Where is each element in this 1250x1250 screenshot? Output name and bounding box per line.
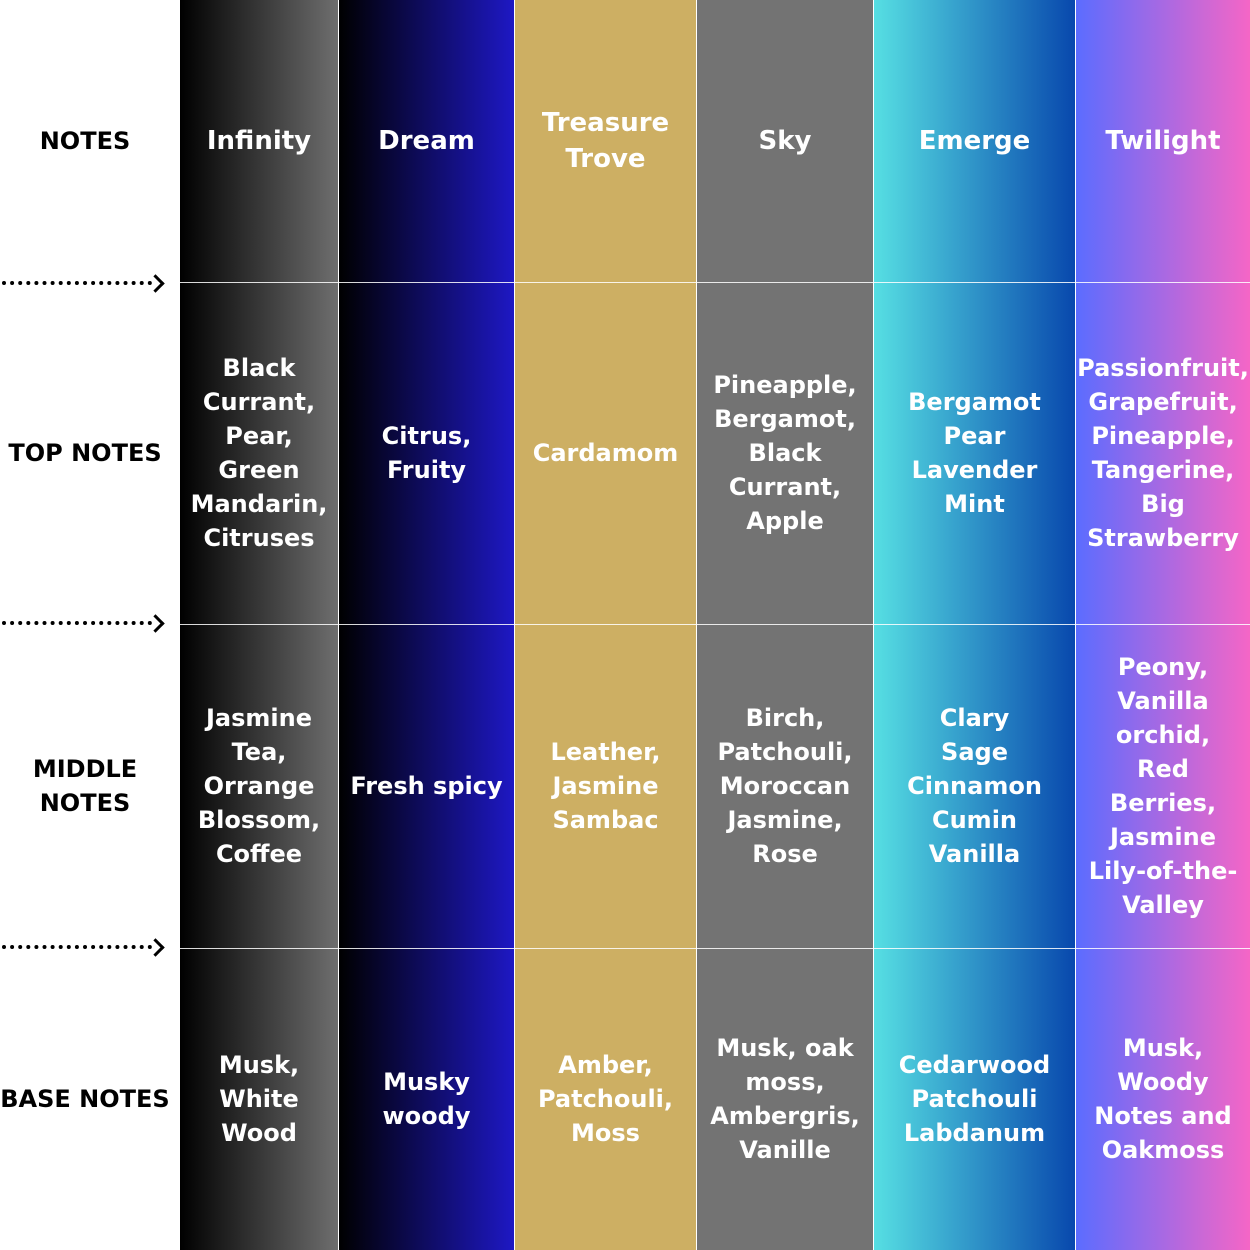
row-divider xyxy=(180,282,1250,283)
middle-notes-cell: Fresh spicy xyxy=(350,772,503,800)
column-dream: Dream Citrus, Fruity Fresh spicy Musky w… xyxy=(339,0,514,1250)
fragrance-name: Twilight xyxy=(1105,126,1221,156)
top-notes-cell: Black Currant, Pear, Green Mandarin, Cit… xyxy=(190,354,328,552)
column-emerge: Emerge Bergamot Pear Lavender Mint Clary… xyxy=(874,0,1075,1250)
row-divider xyxy=(180,948,1250,949)
top-notes-cell: Citrus, Fruity xyxy=(381,422,472,484)
row-label-base-notes: BASE NOTES xyxy=(0,1085,170,1113)
top-notes-cell: Pineapple, Bergamot, Black Currant, Appl… xyxy=(713,371,857,535)
fragrance-name: Infinity xyxy=(206,126,312,156)
dotted-arrow-icon xyxy=(2,274,165,293)
base-notes-cell: Cedarwood Patchouli Labdanum xyxy=(898,1051,1051,1147)
top-notes-cell: Passionfruit, Grapefruit, Pineapple, Tan… xyxy=(1077,354,1249,552)
row-label-notes: NOTES xyxy=(39,127,131,155)
dotted-arrow-icon xyxy=(2,938,165,957)
column-twilight: Twilight Passionfruit, Grapefruit, Pinea… xyxy=(1076,0,1250,1250)
middle-notes-cell: Jasmine Tea, Orrange Blossom, Coffee xyxy=(197,704,321,868)
fragrance-name: Emerge xyxy=(918,126,1031,156)
base-notes-cell: Musk, Woody Notes and Oakmoss xyxy=(1094,1034,1232,1164)
column-treasure-trove: Treasure Trove Cardamom Leather, Jasmine… xyxy=(515,0,696,1250)
middle-notes-cell: Birch, Patchouli, Moroccan Jasmine, Rose xyxy=(717,704,853,868)
column-sky: Sky Pineapple, Bergamot, Black Currant, … xyxy=(697,0,873,1250)
base-notes-cell: Musk, White Wood xyxy=(218,1051,300,1147)
top-notes-cell: Cardamom xyxy=(532,439,679,467)
fragrance-name: Treasure Trove xyxy=(541,108,670,174)
column-infinity: Infinity Black Currant, Pear, Green Mand… xyxy=(180,0,338,1250)
fragrance-name: Dream xyxy=(378,126,475,156)
base-notes-cell: Amber, Patchouli, Moss xyxy=(537,1051,674,1147)
row-label-top-notes: TOP NOTES xyxy=(8,439,162,467)
row-label-middle-notes: MIDDLE NOTES xyxy=(32,755,138,817)
base-notes-cell: Musk, oak moss, Ambergris, Vanille xyxy=(710,1034,860,1164)
fragrance-name: Sky xyxy=(758,126,812,156)
base-notes-cell: Musky woody xyxy=(382,1068,471,1130)
row-divider xyxy=(180,624,1250,625)
row-labels: NOTES TOP NOTES MIDDLE NOTES BASE NOTES xyxy=(0,0,170,1250)
middle-notes-cell: Clary Sage Cinnamon Cumin Vanilla xyxy=(907,704,1042,868)
middle-notes-cell: Leather, Jasmine Sambac xyxy=(550,738,661,834)
top-notes-cell: Bergamot Pear Lavender Mint xyxy=(908,388,1041,518)
dotted-arrow-icon xyxy=(2,614,165,633)
middle-notes-cell: Peony, Vanilla orchid, Red Berries, Jasm… xyxy=(1088,653,1238,919)
